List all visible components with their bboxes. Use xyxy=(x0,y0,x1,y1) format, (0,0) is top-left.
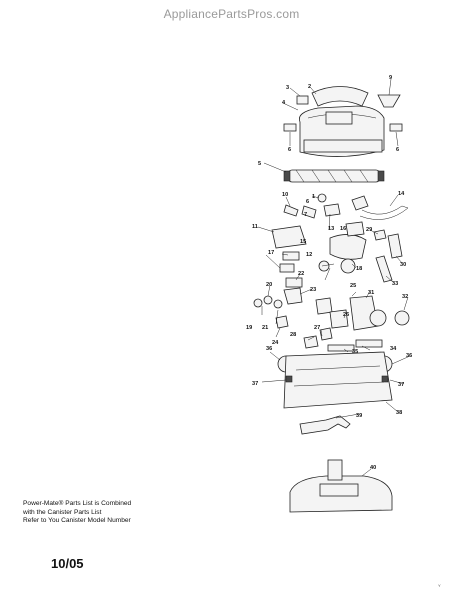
label-10: 10 xyxy=(282,192,288,198)
part-25 xyxy=(315,297,333,315)
part-34 xyxy=(355,339,383,348)
label-6-right: 6 xyxy=(396,147,399,153)
corner-code: Y xyxy=(438,583,441,588)
label-21: 21 xyxy=(262,325,268,331)
note-line-2: with the Canister Parts List xyxy=(23,508,102,516)
label-31: 31 xyxy=(368,290,374,296)
part-1 xyxy=(317,193,327,203)
label-13: 13 xyxy=(328,226,334,232)
label-34: 34 xyxy=(390,346,397,352)
label-6-mid: 6 xyxy=(306,199,309,205)
label-36-right: 36 xyxy=(406,353,412,359)
label-9: 9 xyxy=(389,75,392,81)
part-brush-roll xyxy=(287,169,381,183)
note-line-1: Power-Mate® Parts List is Combined xyxy=(23,500,132,507)
label-30: 30 xyxy=(400,262,406,268)
part-40-window xyxy=(319,483,359,497)
label-36-left: 36 xyxy=(266,346,272,352)
label-33: 33 xyxy=(392,281,398,287)
label-35: 35 xyxy=(352,349,358,355)
part-27 xyxy=(319,327,333,341)
label-29: 29 xyxy=(366,227,372,233)
part-24 xyxy=(275,315,289,329)
part-26 xyxy=(329,309,349,329)
part-10 xyxy=(283,204,299,217)
part-21 xyxy=(273,299,283,309)
label-15: 15 xyxy=(300,239,306,245)
label-16: 16 xyxy=(340,226,346,232)
part-9 xyxy=(377,94,401,108)
site-watermark: AppliancePartsPros.com xyxy=(163,7,300,21)
part-12 xyxy=(282,251,300,261)
part-hood-cover xyxy=(311,86,369,107)
part-29 xyxy=(373,229,387,241)
label-22: 22 xyxy=(298,271,304,277)
part-37-right xyxy=(381,375,389,383)
part-motor-fan xyxy=(369,309,387,327)
label-25: 25 xyxy=(350,283,356,289)
part-18-wheel xyxy=(318,260,330,272)
part-20 xyxy=(263,295,273,305)
part-11 xyxy=(271,225,307,249)
part-22 xyxy=(285,277,303,288)
part-14-hose xyxy=(359,205,409,220)
part-39-handle xyxy=(299,415,351,435)
part-hood-window xyxy=(325,111,353,125)
label-12: 12 xyxy=(306,252,312,258)
label-26: 26 xyxy=(343,312,349,318)
label-4: 4 xyxy=(282,100,286,106)
part-3 xyxy=(296,95,309,105)
part-35 xyxy=(327,344,355,352)
label-17: 17 xyxy=(268,250,274,256)
part-40-neck xyxy=(327,459,343,481)
label-32: 32 xyxy=(402,294,408,300)
part-37-left xyxy=(285,375,293,383)
label-2: 2 xyxy=(308,84,311,90)
label-38: 38 xyxy=(396,410,402,416)
part-brush-roll-end-left xyxy=(283,170,291,182)
label-3: 3 xyxy=(286,85,289,91)
label-23: 23 xyxy=(310,287,316,293)
label-40: 40 xyxy=(370,465,376,471)
label-1: 1 xyxy=(312,194,315,200)
label-37-right: 37 xyxy=(398,382,404,388)
label-18: 18 xyxy=(356,266,362,272)
part-16 xyxy=(345,221,365,237)
label-11: 11 xyxy=(252,224,258,230)
part-hood-base xyxy=(303,139,383,153)
part-23 xyxy=(283,287,303,305)
part-30 xyxy=(387,233,403,259)
label-28: 28 xyxy=(290,332,296,338)
part-28 xyxy=(303,335,319,349)
label-5: 5 xyxy=(258,161,261,167)
part-38-base xyxy=(283,351,393,409)
part-14 xyxy=(351,195,369,211)
part-33-belt xyxy=(375,255,393,283)
label-20: 20 xyxy=(266,282,272,288)
part-17 xyxy=(279,263,295,273)
label-27: 27 xyxy=(314,325,320,331)
part-brush-roll-end-right xyxy=(377,170,385,182)
part-15 xyxy=(329,234,367,260)
label-14: 14 xyxy=(398,191,405,197)
note-line-3: Refer to You Canister Model Number xyxy=(23,517,131,525)
parts-list-note: Power-Mate® Parts List is Combined with … xyxy=(23,500,213,526)
part-13 xyxy=(323,203,341,217)
label-24: 24 xyxy=(272,340,279,346)
part-6-right xyxy=(389,123,403,132)
label-6-left: 6 xyxy=(288,147,291,153)
label-19: 19 xyxy=(246,325,252,331)
part-7 xyxy=(301,205,317,219)
label-37-left: 37 xyxy=(252,381,258,387)
part-6-left xyxy=(283,123,297,132)
part-19 xyxy=(253,298,263,308)
part-32 xyxy=(394,310,410,326)
label-7: 7 xyxy=(304,212,307,218)
label-39: 39 xyxy=(356,413,362,419)
revision-date: 10/05 xyxy=(51,556,84,571)
part-18 xyxy=(340,258,356,274)
